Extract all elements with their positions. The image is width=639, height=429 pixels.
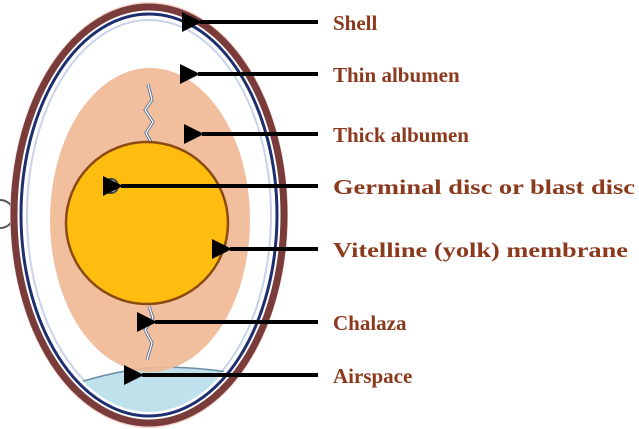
germinal-disc xyxy=(104,179,118,193)
label-shell: Shell xyxy=(333,11,378,35)
label-chalaza: Chalaza xyxy=(333,311,407,335)
label-thick-albumen: Thick albumen xyxy=(333,123,469,147)
yolk xyxy=(66,142,228,304)
label-thin-albumen: Thin albumen xyxy=(333,63,460,87)
label-airspace: Airspace xyxy=(333,364,412,388)
label-vitelline-membrane: Vitelline (yolk) membrane xyxy=(333,238,628,262)
label-germinal-disc: Germinal disc or blast disc xyxy=(333,175,635,199)
